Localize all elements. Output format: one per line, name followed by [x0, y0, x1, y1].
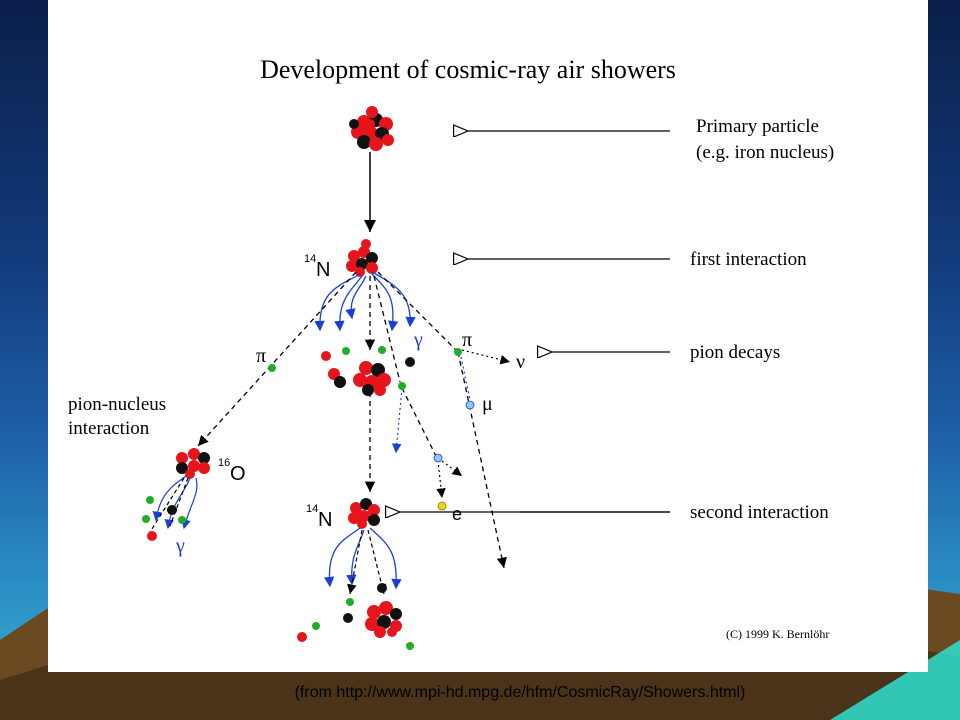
o16-element: O	[230, 463, 246, 485]
primary-iron-nucleus	[349, 106, 394, 151]
bottom-green-1	[346, 598, 354, 606]
green-dot-mid2	[378, 346, 386, 354]
fragment-nucleus-center	[328, 361, 391, 396]
label-second-interaction: second interaction	[690, 502, 829, 523]
pion-trajectories	[197, 271, 507, 569]
left-red	[147, 531, 157, 541]
left-shower-dashes	[149, 477, 189, 533]
pi-left-symbol: π	[256, 345, 266, 367]
photon-branches-top	[314, 271, 416, 332]
photon-branches-left	[152, 475, 198, 530]
nitrogen-nucleus-bottom	[348, 498, 380, 529]
bottom-black-1	[377, 583, 387, 593]
e-symbol: e	[452, 504, 462, 524]
pi-right-symbol: π	[462, 329, 472, 351]
green-dot-decay	[398, 382, 406, 390]
black-dot-mid	[405, 357, 415, 367]
oxygen-nucleus	[176, 448, 210, 479]
label-primary-line2: (e.g. iron nucleus)	[696, 142, 834, 163]
gamma-left-symbol: γ	[175, 535, 185, 557]
pion-left-dot	[268, 364, 276, 372]
diagram-panel	[48, 0, 928, 672]
n14-bottom-mass: 14	[306, 503, 318, 515]
muon-dot	[465, 400, 475, 410]
left-green-1	[146, 496, 154, 504]
bottom-green-3	[406, 642, 414, 650]
bottom-red	[297, 632, 307, 642]
muon-dot-2	[433, 453, 443, 463]
decay-dotted-lines	[392, 351, 471, 454]
fragment-nucleus-bottom	[365, 601, 402, 638]
n14-top-mass: 14	[304, 253, 316, 265]
bottom-black-2	[343, 613, 353, 623]
red-dot-mid	[321, 351, 331, 361]
pion-right-dot	[454, 348, 462, 356]
label-pion-nucleus-line1: pion-nucleus	[68, 394, 166, 415]
nitrogen-nucleus-top	[346, 239, 378, 277]
label-copyright: (C) 1999 K. Bernlöhr	[726, 627, 829, 641]
mu-symbol: μ	[482, 393, 493, 415]
left-green-2	[142, 515, 150, 523]
electron-dot	[437, 501, 447, 511]
diagram-title: Development of cosmic-ray air showers	[260, 55, 676, 84]
photon-branches-bottom	[323, 527, 402, 590]
green-dot-mid	[342, 347, 350, 355]
source-caption: (from http://www.mpi-hd.mpg.de/hfm/Cosmi…	[294, 684, 746, 701]
o16-mass: 16	[218, 457, 230, 469]
label-pion-nucleus-line2: interaction	[68, 418, 150, 439]
n14-bottom-element: N	[318, 509, 332, 531]
label-primary-line1: Primary particle	[696, 116, 819, 137]
neutrino-dotted-lines	[436, 349, 511, 499]
nu-symbol: ν	[516, 351, 525, 373]
bottom-green-2	[312, 622, 320, 630]
left-green-3	[178, 516, 186, 524]
label-pion-decays: pion decays	[690, 342, 780, 363]
bottom-shower-dashes	[347, 529, 387, 595]
label-first-interaction: first interaction	[690, 249, 807, 270]
left-black	[167, 505, 177, 515]
n14-top-element: N	[316, 259, 330, 281]
gamma-top-symbol: γ	[413, 329, 423, 351]
